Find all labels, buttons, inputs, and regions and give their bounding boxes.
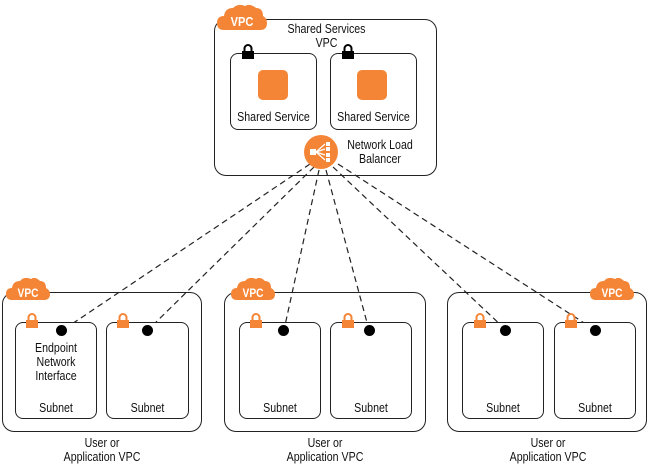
- lock-icon: [474, 313, 486, 328]
- vpc-badge-label: VPC: [231, 14, 254, 29]
- user-vpc-3: [447, 292, 647, 432]
- vpc-badge-label: VPC: [243, 287, 264, 300]
- shared-service-icon: [357, 70, 387, 100]
- shared-vpc-title-line2: VPC: [315, 36, 338, 50]
- vpc-cloud-badge: VPC: [6, 277, 50, 300]
- lock-icon: [250, 313, 262, 328]
- subnet-label: Subnet: [354, 401, 388, 415]
- vpc-badge-label: VPC: [18, 287, 39, 300]
- lock-icon: [342, 44, 354, 59]
- nlb-label-line1: Network Load: [347, 138, 413, 152]
- user-vpc-label-line1: User or: [307, 436, 343, 450]
- shared-service-icon: [258, 70, 288, 100]
- endpoint-dot: [500, 325, 511, 336]
- connection-line: [147, 166, 315, 331]
- connection-line: [283, 169, 320, 331]
- user-vpc-label-line1: User or: [530, 436, 566, 450]
- vpc-cloud-badge: VPC: [217, 4, 267, 30]
- vpc-badge-label: VPC: [602, 287, 623, 300]
- endpoint-label-line3: Interface: [35, 369, 77, 383]
- subnet-label: Subnet: [578, 401, 612, 415]
- shared-service-label: Shared Service: [237, 110, 310, 124]
- lock-icon: [117, 313, 129, 328]
- lock-icon: [26, 313, 38, 328]
- subnet-box: [106, 322, 189, 419]
- endpoint-dot: [142, 325, 153, 336]
- network-load-balancer-icon: [304, 135, 338, 169]
- lock-icon: [342, 313, 354, 328]
- subnet-box: [15, 322, 97, 419]
- endpoint-label-line1: Endpoint: [35, 341, 77, 355]
- shared-vpc-title-line1: Shared Services: [287, 22, 366, 36]
- lock-icon: [242, 44, 254, 59]
- subnet-label: Subnet: [39, 401, 73, 415]
- user-vpc-1: [2, 292, 202, 432]
- endpoint-dot: [364, 325, 375, 336]
- shared-services-vpc: [214, 19, 437, 176]
- nlb-label-line2: Balancer: [359, 152, 401, 166]
- lock-icon: [565, 313, 577, 328]
- subnet-label: Subnet: [486, 401, 520, 415]
- connection-line: [325, 169, 370, 331]
- shared-service-label: Shared Service: [337, 110, 410, 124]
- user-vpc-label-line2: Application VPC: [286, 450, 364, 464]
- user-vpc-label-line1: User or: [84, 436, 120, 450]
- user-vpc-label-line2: Application VPC: [63, 450, 141, 464]
- endpoint-label-line2: Network: [36, 355, 76, 369]
- endpoint-dot: [590, 325, 601, 336]
- subnet-box: [239, 322, 321, 419]
- endpoint-dot: [56, 325, 67, 336]
- user-vpc-2: [224, 292, 426, 432]
- endpoint-dot: [278, 325, 289, 336]
- subnet-box: [554, 322, 636, 419]
- subnet-label: Subnet: [263, 401, 297, 415]
- user-vpc-label-line2: Application VPC: [509, 450, 587, 464]
- subnet-box: [330, 322, 412, 419]
- subnet-box: [462, 322, 544, 419]
- connection-line: [337, 163, 596, 331]
- vpc-cloud-badge: VPC: [231, 277, 275, 300]
- vpc-cloud-badge: VPC: [590, 277, 634, 300]
- subnet-label: Subnet: [130, 401, 165, 415]
